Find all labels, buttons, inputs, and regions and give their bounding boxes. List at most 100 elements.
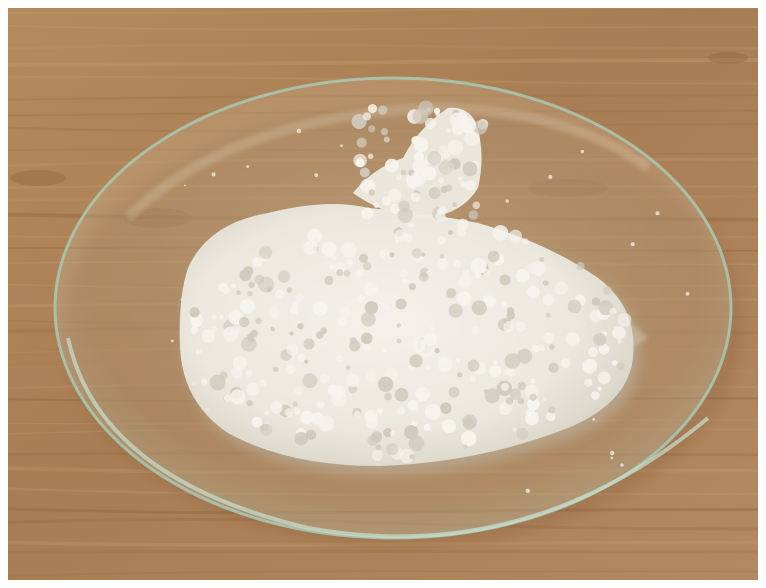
- powder-grain: [402, 325, 407, 330]
- powder-grain: [461, 430, 477, 447]
- powder-grain: [190, 326, 198, 335]
- powder-grain: [426, 270, 433, 276]
- powder-grain: [337, 317, 347, 327]
- powder-grain: [245, 369, 253, 378]
- powder-grain: [362, 112, 372, 121]
- powder-speck: [685, 292, 690, 296]
- powder-grain: [292, 401, 298, 407]
- powder-speck: [184, 184, 186, 187]
- powder-grain: [304, 359, 309, 364]
- powder-grain: [428, 326, 435, 333]
- powder-grain: [413, 151, 424, 162]
- powder-speck: [180, 298, 184, 302]
- powder-grain: [259, 423, 273, 436]
- powder-grain: [543, 332, 555, 344]
- powder-grain: [457, 218, 469, 231]
- powder-grain: [303, 338, 315, 350]
- powder-grain: [389, 252, 395, 258]
- powder-grain: [286, 343, 299, 356]
- powder-grain: [504, 368, 511, 376]
- powder-grain: [407, 399, 419, 411]
- powder-grain: [294, 386, 304, 396]
- powder-grain: [515, 321, 526, 332]
- powder-grain: [415, 386, 430, 402]
- powder-grain: [289, 331, 294, 336]
- powder-grain: [346, 373, 360, 388]
- powder-grain: [545, 312, 551, 318]
- powder-grain: [467, 359, 480, 372]
- wood-grain-line: [8, 43, 758, 51]
- powder-grain: [382, 196, 392, 206]
- powder-grain: [383, 428, 393, 438]
- powder-grain: [331, 388, 344, 400]
- powder-grain: [425, 364, 431, 370]
- powder-grain: [297, 353, 305, 362]
- powder-grain: [468, 210, 479, 220]
- powder-grain: [336, 269, 344, 276]
- powder-speck: [655, 211, 660, 216]
- powder-grain: [373, 202, 380, 208]
- powder-speck: [314, 173, 319, 178]
- powder-speck: [246, 165, 250, 169]
- powder-grain: [239, 298, 255, 314]
- powder-grain: [410, 192, 421, 203]
- powder-grain: [409, 453, 416, 460]
- wood-grain-line: [8, 24, 758, 31]
- powder-grain: [320, 327, 328, 335]
- powder-grain: [408, 435, 425, 452]
- powder-grain: [418, 272, 429, 283]
- powder-grain: [609, 307, 617, 315]
- powder-grain: [294, 432, 309, 446]
- powder-grain: [189, 307, 200, 318]
- powder-grain: [383, 136, 390, 143]
- powder-grain: [241, 336, 257, 352]
- powder-grain: [247, 290, 253, 297]
- powder-grain: [527, 398, 540, 411]
- white-powder-pile: [170, 100, 690, 493]
- powder-grain: [268, 306, 280, 318]
- powder-grain: [297, 323, 304, 330]
- photo-scene: [8, 8, 758, 580]
- powder-grain: [525, 411, 539, 426]
- powder-speck: [580, 149, 585, 154]
- powder-grain: [457, 372, 463, 378]
- powder-grain: [456, 358, 461, 363]
- powder-grains: [170, 100, 690, 493]
- powder-grain: [506, 307, 515, 315]
- powder-grain: [554, 281, 568, 295]
- powder-grain: [321, 241, 337, 257]
- powder-grain: [412, 108, 429, 124]
- powder-grain: [521, 238, 529, 246]
- powder-grain: [302, 373, 318, 389]
- powder-grain: [231, 283, 236, 289]
- powder-grain: [252, 257, 263, 268]
- powder-grain: [539, 256, 545, 263]
- powder-grain: [517, 348, 533, 364]
- powder-grain: [413, 137, 429, 153]
- powder-grain: [368, 125, 376, 133]
- powder-grain: [462, 269, 470, 276]
- wood-grain-line: [8, 8, 758, 15]
- powder-grain: [548, 344, 555, 350]
- powder-grain: [584, 378, 593, 387]
- powder-grain: [307, 228, 323, 244]
- powder-grain: [270, 326, 275, 332]
- powder-grain: [389, 430, 396, 436]
- powder-grain: [251, 416, 263, 428]
- powder-grain: [531, 261, 547, 276]
- powder-grain: [363, 282, 378, 297]
- powder-speck: [206, 408, 210, 411]
- powder-grain: [529, 393, 537, 401]
- powder-grain: [195, 349, 201, 355]
- powder-grain: [353, 153, 367, 168]
- powder-speck: [592, 418, 596, 421]
- powder-grain: [371, 431, 383, 443]
- powder-grain: [460, 181, 467, 188]
- powder-grain: [446, 288, 457, 299]
- powder-grain: [509, 388, 521, 400]
- powder-grain: [329, 264, 335, 270]
- powder-speck: [296, 128, 302, 134]
- powder-grain: [458, 275, 472, 288]
- wood-grain-line: [8, 549, 758, 555]
